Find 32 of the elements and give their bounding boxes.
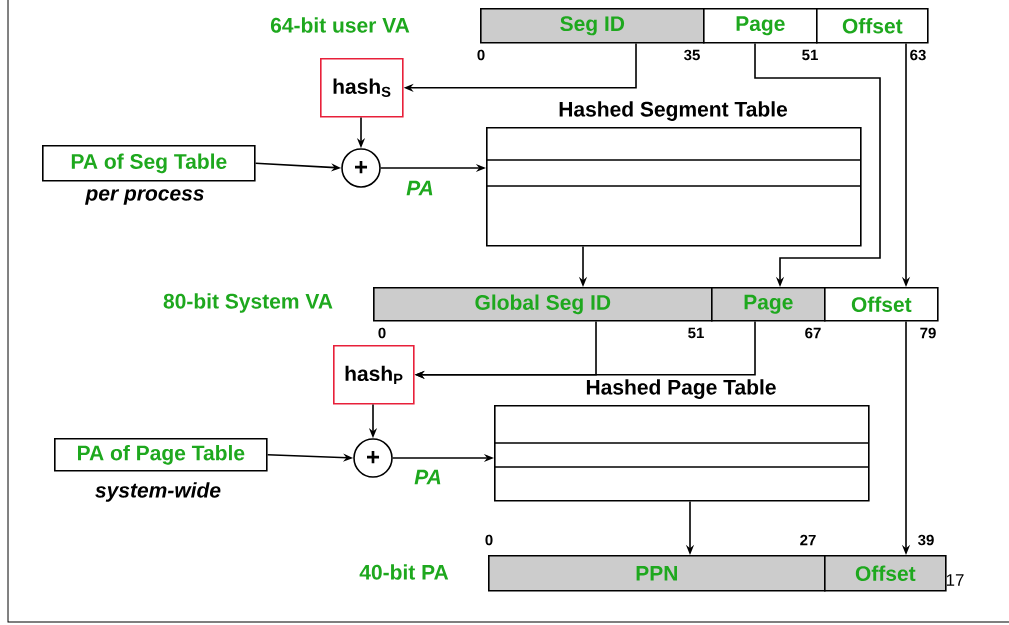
- row-label: 64-bit user VA: [270, 17, 410, 33]
- bit-field: Offset: [824, 287, 939, 322]
- bit-number: 0: [485, 534, 493, 546]
- row-label: 80-bit System VA: [163, 293, 333, 313]
- bit-number: 39: [918, 534, 934, 546]
- bit-field: Seg ID: [480, 8, 705, 44]
- bit-field: Page: [711, 287, 826, 322]
- bit-number: 51: [802, 49, 818, 61]
- bit-field: Page: [703, 8, 818, 44]
- bit-number: 35: [684, 49, 700, 61]
- bit-number: 67: [805, 327, 821, 339]
- table: Hashed Segment Table: [485, 101, 862, 247]
- bit-number: 0: [378, 327, 386, 339]
- edge-label: PA: [413, 468, 443, 486]
- hash-box: hash$_{S}$: [320, 58, 404, 118]
- bit-number: 51: [688, 327, 704, 339]
- bit-number: 63: [910, 49, 926, 61]
- bit-number: 27: [800, 534, 816, 546]
- bit-number: 0: [477, 49, 485, 61]
- note: system-wide: [95, 482, 221, 502]
- register-box: PA of Page Table: [54, 438, 268, 472]
- bit-number: 79: [920, 327, 936, 339]
- bit-field: Offset: [816, 8, 929, 44]
- row-label: 40-bit PA: [359, 564, 449, 580]
- bit-field: Offset: [824, 555, 947, 592]
- edge-label: PA: [405, 179, 435, 197]
- register-box: PA of Seg Table: [42, 145, 256, 182]
- node-label: Hashed Page Table: [586, 379, 776, 399]
- node-label: Hashed Segment Table: [559, 101, 788, 121]
- note: per process: [85, 189, 204, 205]
- hash-box: hash$_{P}$: [333, 345, 415, 405]
- table: Hashed Page Table: [493, 379, 870, 502]
